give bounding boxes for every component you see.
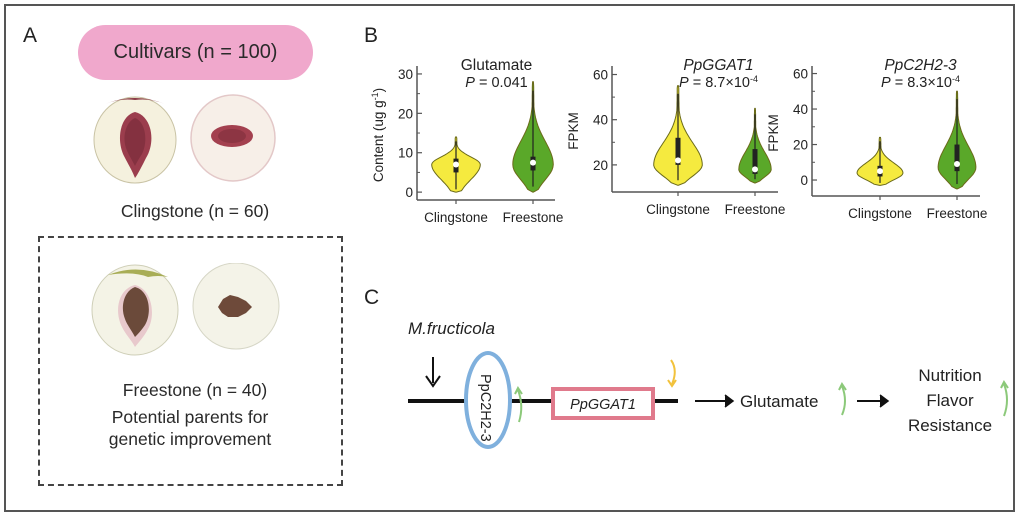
y-tick-label: 0 xyxy=(405,185,413,200)
y-tick-label: 40 xyxy=(793,102,808,117)
pathogen-label: M.fructicola xyxy=(408,319,495,338)
cultivars-pill: Cultivars (n = 100) xyxy=(78,25,313,80)
y-tick-label: 60 xyxy=(793,67,808,82)
gene-label: PpGGAT1 xyxy=(570,397,636,413)
y-tick-label: 20 xyxy=(793,138,808,153)
freestone-peach-images xyxy=(91,263,280,356)
x-tick-label-clingstone: Clingstone xyxy=(646,202,710,217)
tf-up-arrow-icon xyxy=(517,389,523,423)
x-tick-label-freestone: Freestone xyxy=(927,206,988,221)
y-tick-label: 0 xyxy=(800,173,808,188)
y-tick-label: 20 xyxy=(398,106,413,121)
median-dot-clingstone xyxy=(877,168,883,175)
outcome-nutrition: Nutrition xyxy=(918,366,981,385)
arrow-to-glutamate xyxy=(695,394,735,408)
gene-down-arrow-icon xyxy=(670,359,676,385)
freestone-label: Freestone (n = 40) xyxy=(122,380,268,400)
clingstone-peach-images xyxy=(93,94,276,184)
iqr-box-freestone xyxy=(954,144,960,172)
outcome-flavor: Flavor xyxy=(926,391,974,410)
figure-frame xyxy=(4,4,1015,512)
y-tick-label: 60 xyxy=(593,68,608,83)
x-tick-label-clingstone: Clingstone xyxy=(424,210,488,225)
p-value: P = 8.7×10-4 xyxy=(679,74,758,91)
y-axis-label: FPKM xyxy=(566,112,581,150)
median-dot-freestone xyxy=(954,161,960,168)
chart-title: Glutamate xyxy=(461,57,533,74)
iqr-box-freestone xyxy=(752,149,758,174)
y-axis-label: Content (ug g-1) xyxy=(370,88,386,182)
median-dot-freestone xyxy=(752,166,758,173)
glutamate-up-arrow-icon xyxy=(841,385,846,416)
freestone-dashed-box xyxy=(38,236,343,486)
iqr-box-clingstone xyxy=(675,137,681,165)
pathogen-down-arrow xyxy=(425,357,441,388)
p-value: P = 8.3×10-4 xyxy=(881,74,960,91)
panel-c-letter: C xyxy=(364,286,380,309)
pathway-diagram: M.fructicola PpC2H2-3 PpGGAT1 Glutamate … xyxy=(408,319,1009,449)
freestone-peach-half-2 xyxy=(192,263,280,350)
tf-ellipse xyxy=(464,351,512,449)
y-tick-label: 40 xyxy=(593,113,608,128)
outcomes-up-arrow-icon xyxy=(1003,383,1008,417)
y-tick-label: 10 xyxy=(398,146,413,161)
median-dot-clingstone xyxy=(453,161,459,168)
panel-b-letter: B xyxy=(364,24,379,47)
panel-a-letter: A xyxy=(23,24,38,47)
p-value: P = 0.041 xyxy=(465,75,527,91)
median-dot-freestone xyxy=(530,159,536,166)
chart-title: PpGGAT1 xyxy=(683,57,753,74)
y-tick-label: 20 xyxy=(593,158,608,173)
median-dot-clingstone xyxy=(675,157,681,164)
x-tick-label-freestone: Freestone xyxy=(503,210,564,225)
freestone-peach-half-1 xyxy=(91,264,179,356)
y-axis-label: FPKM xyxy=(766,114,781,152)
clingstone-label: Clingstone (n = 60) xyxy=(120,201,270,221)
arrow-to-outcomes xyxy=(857,394,890,408)
freestone-note: Potential parents for genetic improvemen… xyxy=(40,406,340,450)
chart-title: PpC2H2-3 xyxy=(884,57,957,74)
clingstone-peach-half-2 xyxy=(190,94,276,182)
x-tick-label-freestone: Freestone xyxy=(725,202,786,217)
outcome-resistance: Resistance xyxy=(908,416,992,435)
freestone-note-line-2: genetic improvement xyxy=(108,429,272,449)
y-tick-label: 30 xyxy=(398,67,413,82)
gene-box xyxy=(551,387,655,420)
freestone-note-line-1: Potential parents for xyxy=(111,407,269,427)
glutamate-label: Glutamate xyxy=(740,392,818,411)
tf-label: PpC2H2-3 xyxy=(477,374,493,442)
clingstone-peach-half-1 xyxy=(93,96,177,184)
x-tick-label-clingstone: Clingstone xyxy=(848,206,912,221)
